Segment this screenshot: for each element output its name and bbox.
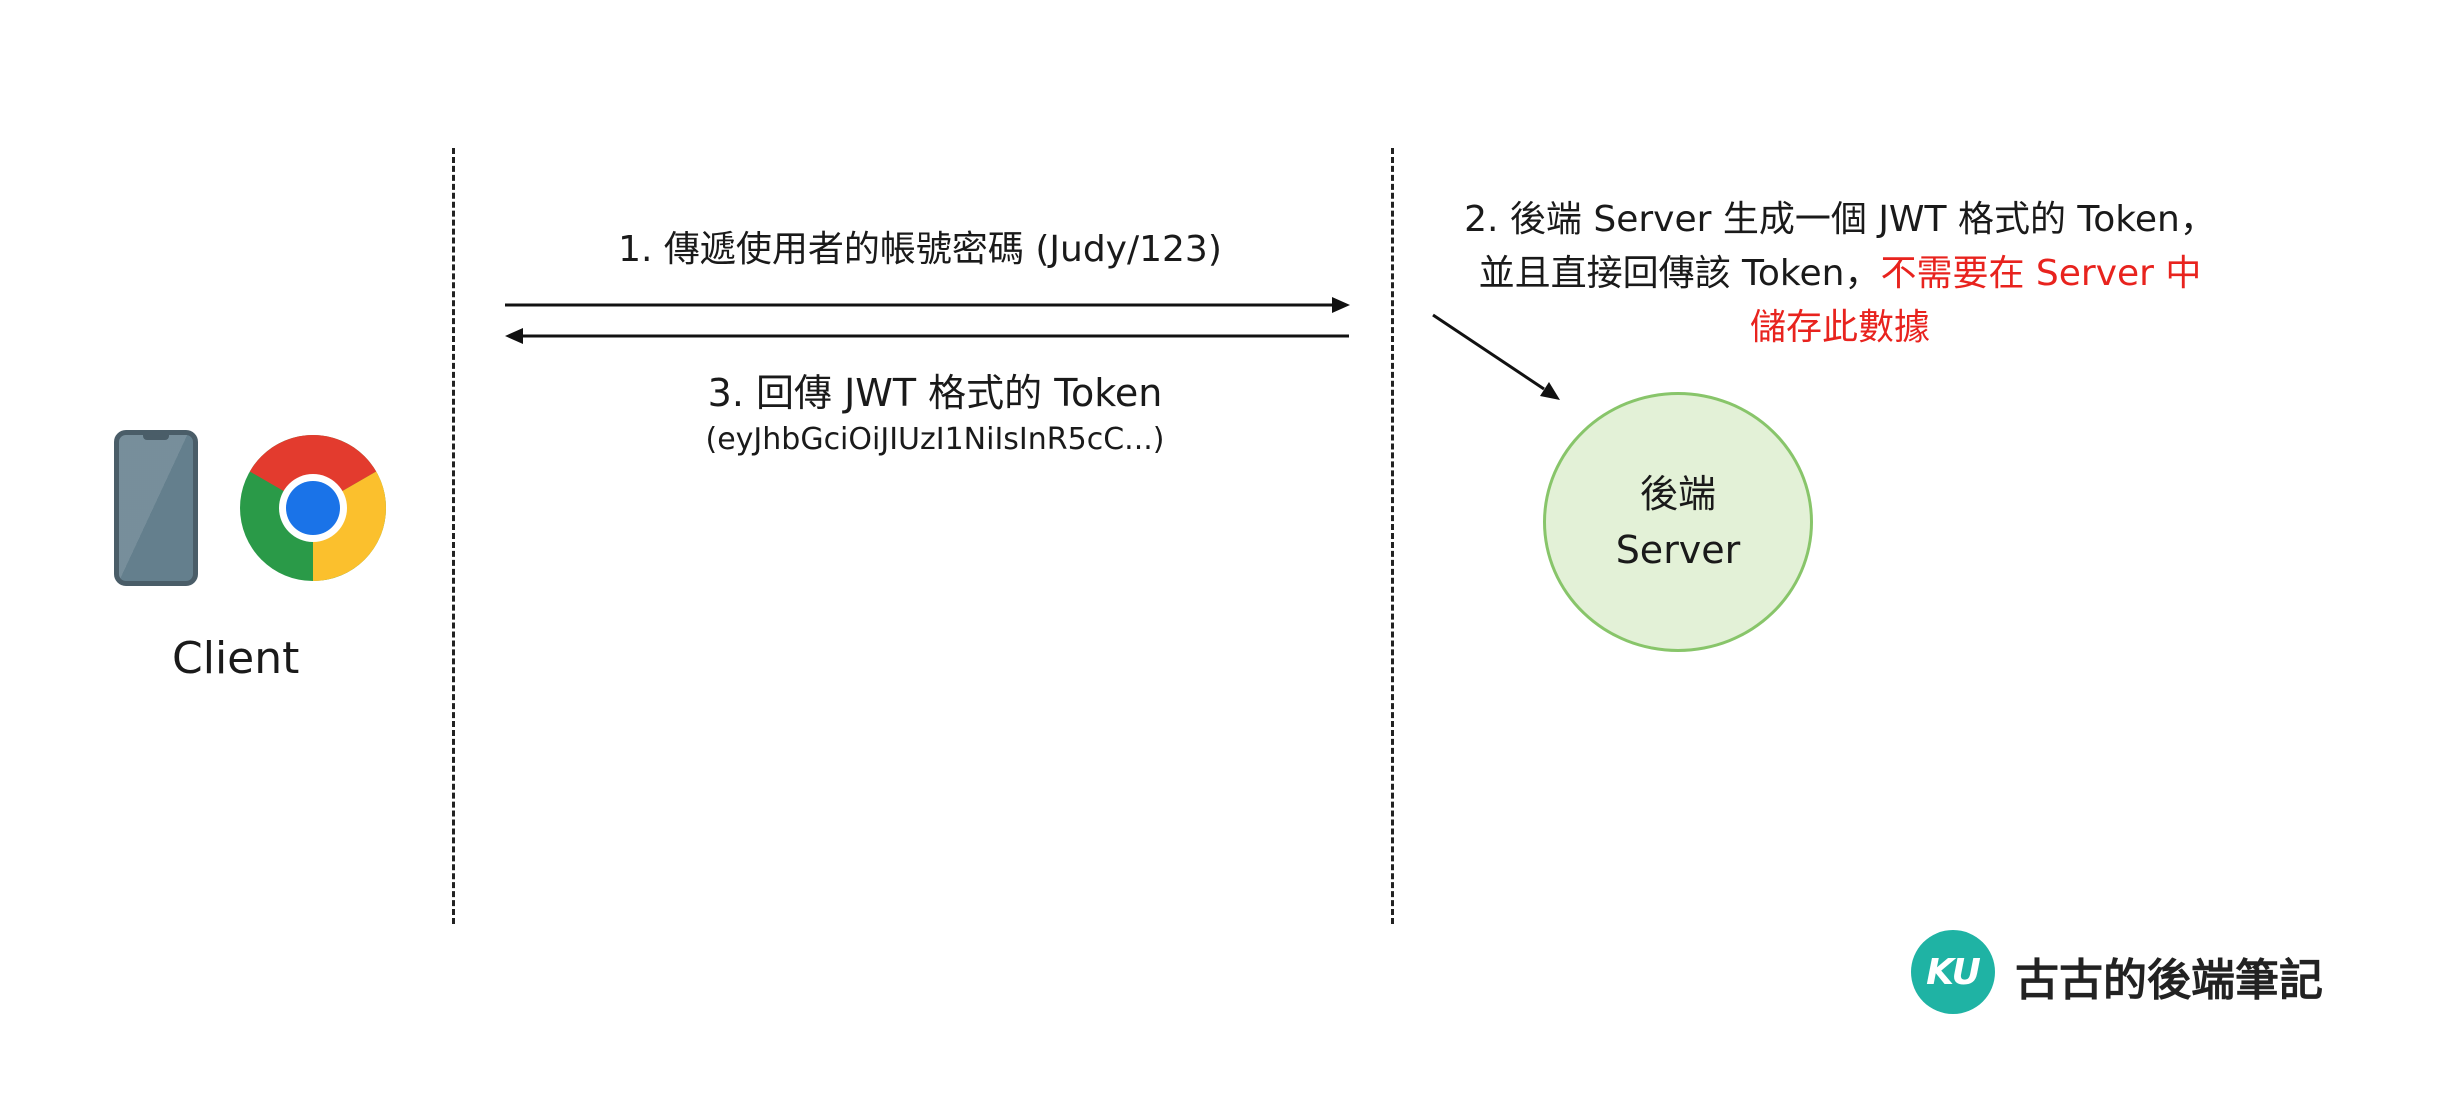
- step2-line2-black: 並且直接回傳該 Token，: [1478, 253, 1881, 294]
- response-arrow: [505, 328, 1349, 344]
- request-arrow: [505, 297, 1350, 313]
- divider-server: [1391, 148, 1394, 924]
- divider-client: [452, 148, 455, 924]
- server-node: 後端 Server: [1543, 392, 1813, 652]
- step2-line1: 2. 後端 Server 生成一個 JWT 格式的 Token，: [1464, 199, 2216, 240]
- brand-name: 古古的後端筆記: [2015, 955, 2323, 1006]
- step2-line2: 並且直接回傳該 Token，不需要在 Server 中: [1420, 244, 2260, 296]
- step2-line3: 儲存此數據: [1749, 307, 1930, 348]
- server-label-line1: 後端: [1639, 472, 1716, 516]
- brand-logo: KU: [1911, 930, 1995, 1014]
- step3-token: (eyJhbGciOiJIUzI1NiIsInR5cC...): [705, 422, 1165, 457]
- client-label: Client: [172, 633, 300, 684]
- server-pointer-arrow: [1432, 313, 1560, 400]
- chrome-icon: [240, 435, 386, 581]
- step3-label: 3. 回傳 JWT 格式的 Token: [707, 371, 1163, 415]
- step2-line2-red: 不需要在 Server 中: [1880, 253, 2202, 294]
- server-label-line2: Server: [1615, 528, 1741, 572]
- smartphone-icon: [114, 430, 198, 586]
- step1-label: 1. 傳遞使用者的帳號密碼 (Judy/123): [618, 229, 1222, 270]
